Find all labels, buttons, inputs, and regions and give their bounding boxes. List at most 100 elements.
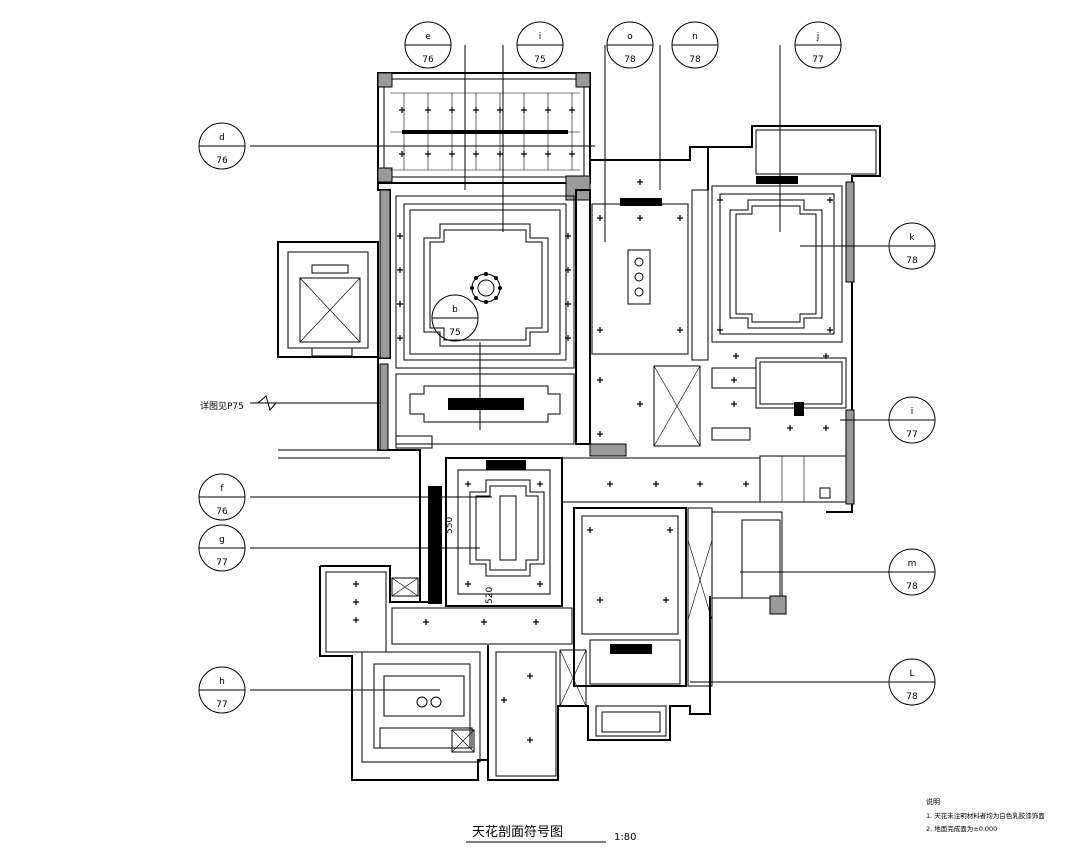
light-fixture-icon (565, 335, 571, 341)
light-fixture-icon (653, 481, 659, 487)
section-bubble: m 78 (888, 548, 936, 596)
section-bubble: f 76 (198, 473, 246, 521)
light-fixture-icon (481, 619, 487, 625)
svg-text:h: h (219, 677, 225, 687)
light-fixture-icon (677, 215, 683, 221)
light-fixture-icon (597, 377, 603, 383)
light-fixture-icon (449, 107, 455, 113)
light-fixture-icon (537, 481, 543, 487)
master-bedroom-ceiling (711, 176, 847, 503)
light-fixture-icon (537, 581, 543, 587)
notes-heading: 说明 (926, 797, 940, 806)
svg-text:m: m (908, 559, 917, 569)
light-fixture-icon (823, 353, 829, 359)
svg-text:b: b (452, 305, 458, 315)
light-fixture-icon (473, 107, 479, 113)
light-fixture-icon (397, 233, 403, 239)
notes-line-1: 1. 天花未注明材料者均为白色乳胶漆饰面 (926, 811, 1045, 820)
light-fixture-icon (353, 581, 359, 587)
svg-text:n: n (692, 32, 698, 42)
light-fixture-icon (521, 107, 527, 113)
light-fixture-icon (521, 151, 527, 157)
light-fixture-icon (473, 151, 479, 157)
svg-text:76: 76 (216, 156, 228, 166)
light-fixture-icon (565, 267, 571, 273)
dimension-label: 520 (485, 587, 495, 604)
living-room-ceiling (395, 195, 575, 449)
leader-lines (250, 45, 890, 691)
light-fixture-icon (565, 301, 571, 307)
svg-text:f: f (220, 484, 224, 494)
svg-text:g: g (219, 535, 225, 545)
dining-ceiling (562, 189, 760, 503)
section-bubble: i 77 (888, 396, 936, 444)
light-fixture-icon (465, 481, 471, 487)
light-fixture-icon (465, 581, 471, 587)
light-fixture-icon (425, 151, 431, 157)
kitchen-ceiling (361, 649, 587, 777)
light-fixture-icon (545, 151, 551, 157)
light-fixture-icon (731, 377, 737, 383)
svg-text:76: 76 (216, 507, 228, 517)
light-fixture-icon (449, 151, 455, 157)
light-fixture-icon (733, 353, 739, 359)
section-bubble: b 75 (431, 294, 479, 342)
svg-text:78: 78 (689, 55, 701, 65)
svg-text:77: 77 (216, 700, 227, 710)
light-fixture-icon (667, 527, 673, 533)
section-bubble: d 76 (198, 122, 246, 170)
light-fixture-icon (637, 179, 643, 185)
dimension-label: 550 (445, 517, 455, 534)
light-fixture-icon (397, 301, 403, 307)
svg-text:77: 77 (812, 55, 823, 65)
section-bubble: o 78 (606, 21, 654, 69)
svg-text:o: o (627, 32, 633, 42)
section-bubbles: e 76 i 75 o 78 n 78 j 77 d 76 (198, 21, 936, 714)
bedroom-3-ceiling (573, 507, 787, 687)
light-fixture-icon (677, 327, 683, 333)
light-fixture-icon (597, 431, 603, 437)
light-fixture-icon (663, 597, 669, 603)
section-bubble: n 78 (671, 21, 719, 69)
light-fixture-icon (697, 481, 703, 487)
light-fixture-icon (787, 425, 793, 431)
light-fixture-icon (527, 737, 533, 743)
light-fixture-icon (353, 617, 359, 623)
section-bubble: h 77 (198, 666, 246, 714)
section-bubble: L 78 (888, 658, 936, 706)
section-bubble: i 75 (516, 21, 564, 69)
light-fixture-icon (823, 425, 829, 431)
svg-text:d: d (219, 133, 225, 143)
break-symbol (257, 395, 277, 412)
light-fixture-icon (717, 327, 723, 333)
light-fixture-icon (597, 215, 603, 221)
light-fixture-icon (569, 107, 575, 113)
svg-text:L: L (909, 669, 914, 679)
svg-text:e: e (425, 32, 431, 42)
svg-text:78: 78 (624, 55, 636, 65)
svg-text:75: 75 (449, 328, 460, 338)
light-fixture-icon (497, 107, 503, 113)
svg-text:i: i (539, 32, 542, 42)
light-fixture-icon (597, 597, 603, 603)
light-fixture-icon (533, 619, 539, 625)
section-bubble: e 76 (404, 21, 452, 69)
svg-text:77: 77 (906, 430, 917, 440)
light-fixture-icon (827, 327, 833, 333)
light-fixture-icon (397, 267, 403, 273)
svg-text:k: k (909, 233, 915, 243)
light-fixture-icon (637, 401, 643, 407)
svg-text:i: i (911, 407, 914, 417)
light-fixture-icon (569, 151, 575, 157)
svg-text:78: 78 (906, 256, 918, 266)
light-fixture-icon (399, 107, 405, 113)
svg-text:78: 78 (906, 582, 918, 592)
light-fixture-icon (527, 673, 533, 679)
svg-text:j: j (816, 32, 820, 42)
section-bubble: g 77 (198, 524, 246, 572)
detail-reference-label: 详图见P75 (200, 400, 244, 412)
light-fixture-icon (743, 481, 749, 487)
section-bubble: j 77 (794, 21, 842, 69)
light-fixture-icon (565, 233, 571, 239)
